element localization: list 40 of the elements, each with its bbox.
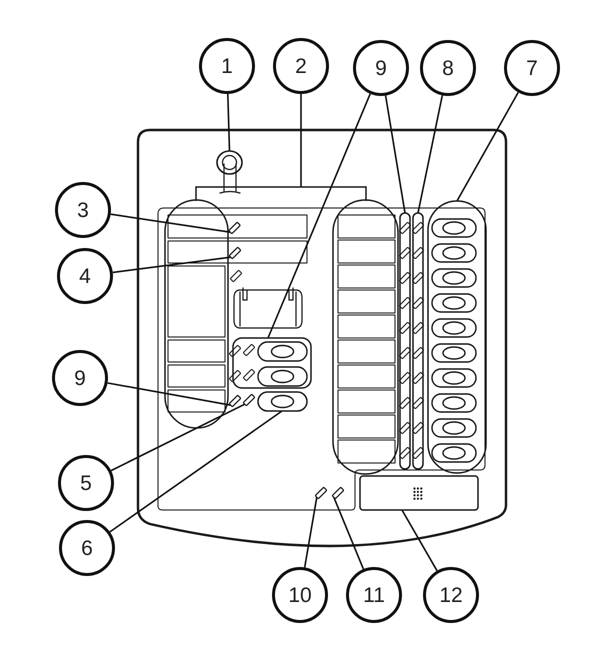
leader-line (456, 92, 519, 202)
leader-line (333, 496, 364, 570)
leader-line (112, 256, 231, 274)
leader-line (300, 94, 302, 187)
leader-line (107, 382, 231, 406)
led-strip (399, 212, 411, 470)
leader-line (267, 94, 371, 338)
led-indicator (332, 486, 344, 500)
key-column (427, 200, 487, 474)
callout-number: 1 (199, 38, 255, 94)
callout-number: 11 (346, 567, 402, 623)
led-indicator (314, 486, 328, 500)
callout-number: 7 (504, 40, 560, 96)
callout-number: 2 (273, 38, 329, 94)
leader-line (227, 94, 230, 152)
led-indicator (228, 394, 242, 408)
callout-number: 8 (420, 40, 476, 96)
callout-number: 9 (52, 350, 108, 406)
line-key (257, 391, 308, 412)
callout-number: 4 (57, 248, 113, 304)
led-indicator (228, 222, 241, 234)
top-bracket (195, 186, 367, 201)
callout-number: 9 (353, 40, 409, 96)
callout-number: 10 (272, 567, 328, 623)
leader-line (401, 510, 438, 572)
leader-line (109, 410, 282, 533)
leader-line (384, 95, 406, 214)
speaker-grille-panel (359, 475, 479, 511)
key-group-panel (232, 337, 312, 389)
leader-line (304, 497, 318, 568)
callout-number: 5 (58, 455, 114, 511)
led-indicator (242, 394, 256, 406)
leader-line (417, 95, 444, 214)
led-indicator (228, 246, 242, 260)
callout-number: 12 (423, 567, 479, 623)
callout-number: 6 (59, 520, 115, 576)
callout-number: 3 (55, 182, 111, 238)
leader-line (110, 403, 246, 472)
led-strip (412, 212, 424, 470)
hook-ring (216, 150, 243, 175)
